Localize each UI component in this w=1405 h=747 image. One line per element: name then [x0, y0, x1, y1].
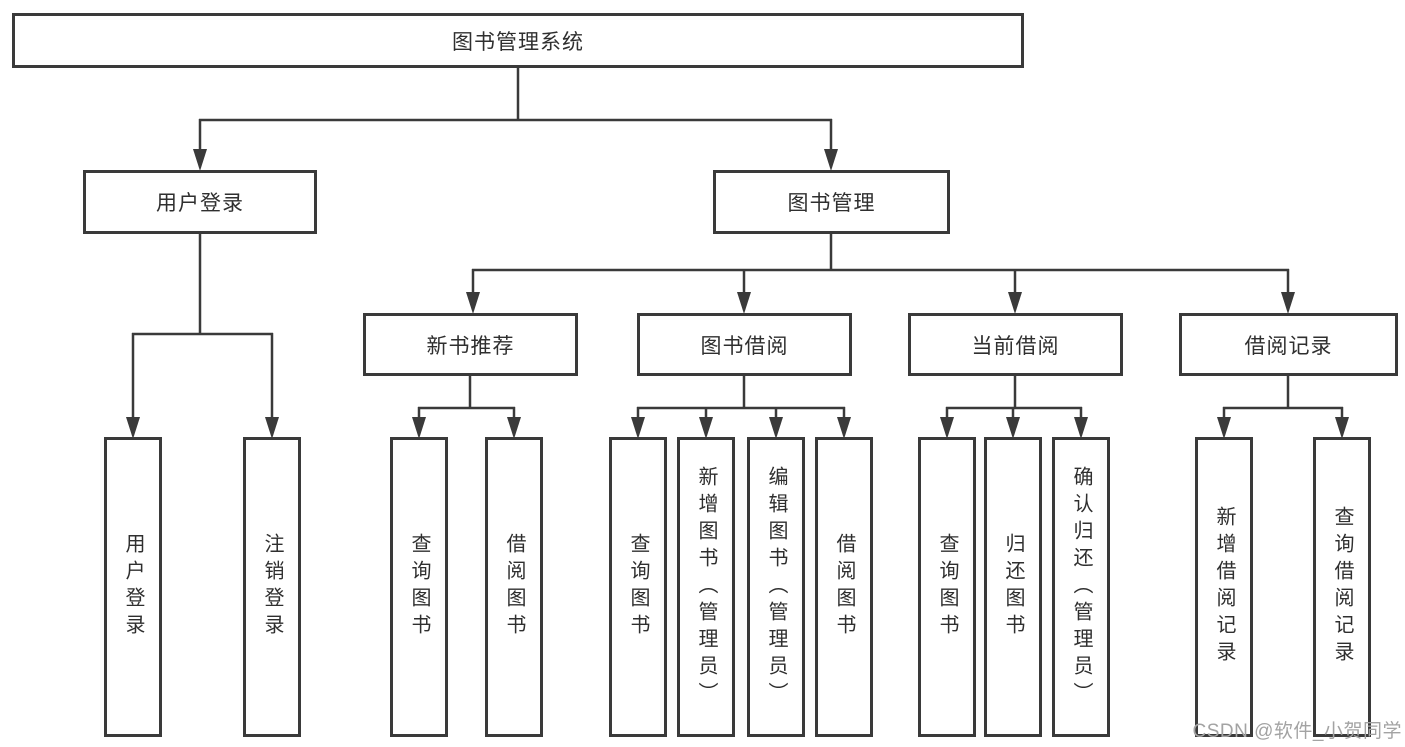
leaf-add-book-admin-label: 新增图书（管理员）: [695, 465, 717, 709]
leaf-confirm-return-admin-label: 确认归还（管理员）: [1070, 465, 1092, 709]
leaf-borrow-books-recommend-label: 借阅图书: [503, 533, 525, 641]
leaf-borrow-books-recommend: 借阅图书: [485, 437, 543, 737]
leaf-logout: 注销登录: [243, 437, 301, 737]
leaf-query-books-borrowing-label: 查询图书: [627, 533, 649, 641]
node-current-borrowing: 当前借阅: [908, 313, 1123, 376]
node-book-borrowing: 图书借阅: [637, 313, 852, 376]
leaf-add-borrow-record-label: 新增借阅记录: [1213, 506, 1235, 668]
connector-current-borrowing-children: [945, 376, 1083, 421]
leaf-user-login-label: 用户登录: [122, 533, 144, 641]
connector-user-login-children: [131, 233, 274, 421]
leaf-edit-book-admin-label: 编辑图书（管理员）: [765, 465, 787, 709]
connector-root-to-level2: [198, 67, 833, 154]
leaf-borrow-books-borrowing-label: 借阅图书: [833, 533, 855, 641]
leaf-user-login: 用户登录: [104, 437, 162, 737]
leaf-query-books-borrowing: 查询图书: [609, 437, 667, 737]
node-library-management-system: 图书管理系统: [12, 13, 1024, 68]
node-new-book-recommendation: 新书推荐: [363, 313, 578, 376]
connector-borrowing-records-children: [1222, 376, 1344, 421]
leaf-borrow-books-borrowing: 借阅图书: [815, 437, 873, 737]
connector-new-book-children: [417, 376, 516, 421]
leaf-query-books-current: 查询图书: [918, 437, 976, 737]
leaf-add-borrow-record: 新增借阅记录: [1195, 437, 1253, 737]
leaf-edit-book-admin: 编辑图书（管理员）: [747, 437, 805, 737]
leaf-query-borrow-record: 查询借阅记录: [1313, 437, 1371, 737]
node-book-management: 图书管理: [713, 170, 950, 234]
node-borrowing-records: 借阅记录: [1179, 313, 1398, 376]
leaf-query-books-recommend-label: 查询图书: [408, 533, 430, 641]
connector-book-management-children: [471, 233, 1290, 297]
watermark: CSDN @软件_小贺同学: [1192, 721, 1402, 742]
connector-book-borrowing-children: [636, 376, 846, 421]
leaf-query-borrow-record-label: 查询借阅记录: [1331, 506, 1353, 668]
leaf-logout-label: 注销登录: [261, 533, 283, 641]
leaf-confirm-return-admin: 确认归还（管理员）: [1052, 437, 1110, 737]
leaf-add-book-admin: 新增图书（管理员）: [677, 437, 735, 737]
leaf-return-books-label: 归还图书: [1002, 533, 1024, 641]
node-user-login: 用户登录: [83, 170, 317, 234]
leaf-return-books: 归还图书: [984, 437, 1042, 737]
leaf-query-books-current-label: 查询图书: [936, 533, 958, 641]
leaf-query-books-recommend: 查询图书: [390, 437, 448, 737]
